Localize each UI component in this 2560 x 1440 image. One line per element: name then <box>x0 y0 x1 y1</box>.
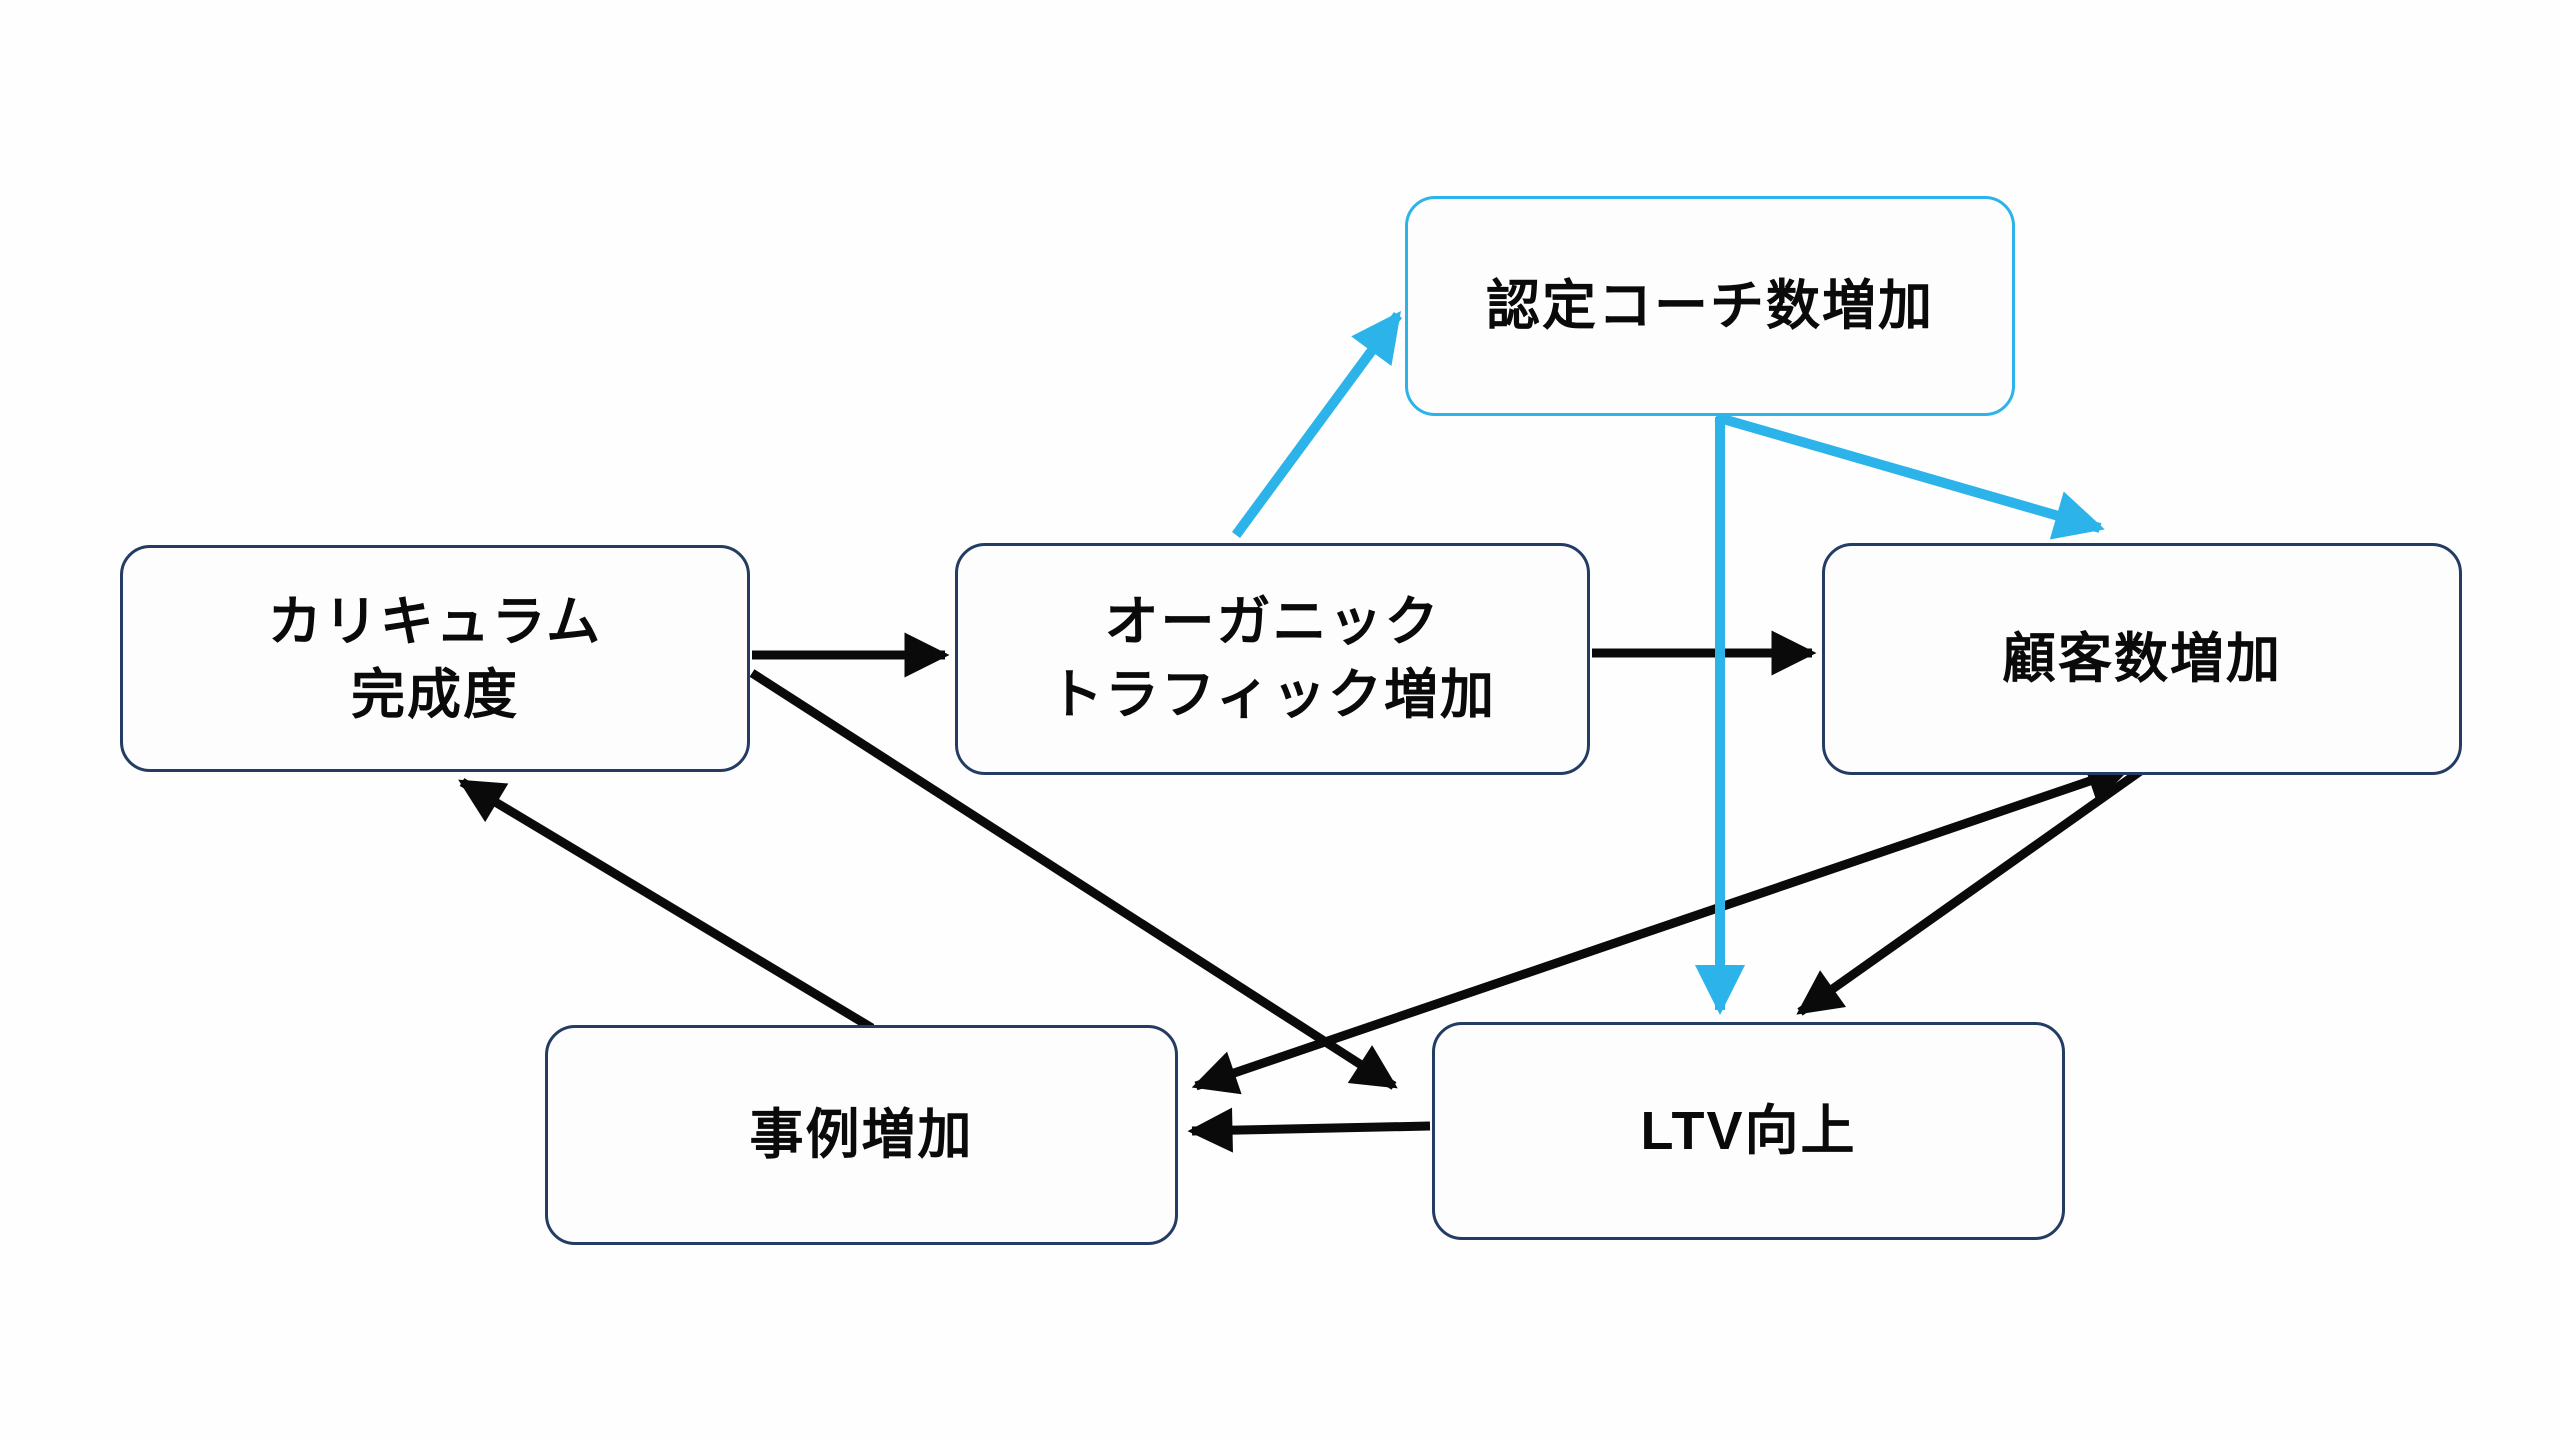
node-case-studies: 事例増加 <box>545 1025 1178 1245</box>
node-curriculum: カリキュラム 完成度 <box>120 545 750 772</box>
edge-customers-to-ltv <box>1796 766 2145 1016</box>
edge-certified-coaches-to-customers <box>1714 412 2105 540</box>
edge-organic-traffic-to-certified-coaches <box>1231 310 1403 538</box>
node-customers: 顧客数増加 <box>1822 543 2462 775</box>
edge-ltv-to-case-studies <box>1187 1107 1431 1153</box>
node-ltv: LTV向上 <box>1432 1022 2065 1240</box>
node-organic-traffic: オーガニック トラフィック増加 <box>955 543 1590 775</box>
edge-case-studies-to-curriculum <box>458 778 875 1032</box>
node-certified-coaches: 認定コーチ数増加 <box>1405 196 2015 416</box>
edge-customers-to-case-studies <box>1191 759 2133 1095</box>
edge-curriculum-to-ltv <box>749 669 1398 1090</box>
